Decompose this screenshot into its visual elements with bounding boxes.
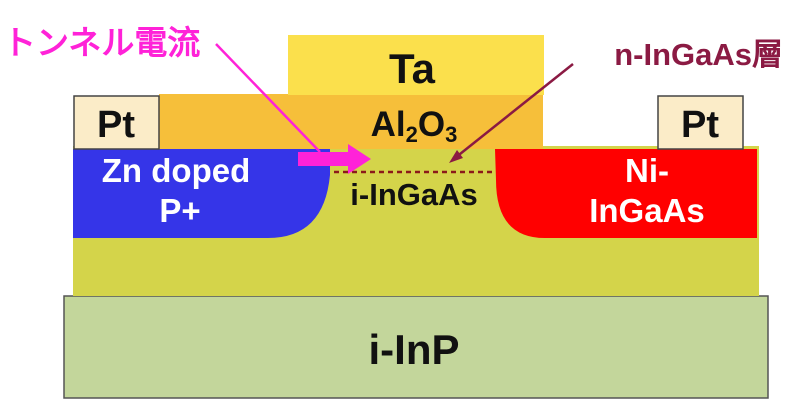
pt-left-label: Pt xyxy=(97,104,135,146)
tunnel-current-pointer xyxy=(215,43,321,153)
oxide-al: Al xyxy=(371,105,406,144)
n-ingaas-pointer xyxy=(454,63,574,159)
n-ingaas-layer-label: n-InGaAs層 xyxy=(614,37,783,72)
source-label-line1: Zn doped xyxy=(102,152,250,189)
drain-label-line1: Ni- xyxy=(625,152,669,189)
pt-right-label: Pt xyxy=(681,104,719,146)
channel-label: i-InGaAs xyxy=(350,177,477,212)
drain-label-line2: InGaAs xyxy=(589,192,705,229)
oxide-label: Al2O3 xyxy=(371,105,458,147)
gate-oxide-layer xyxy=(159,94,543,149)
oxide-subscript-2: 2 xyxy=(406,122,418,147)
substrate-label: i-InP xyxy=(369,326,460,373)
gate-metal-ta xyxy=(288,35,544,95)
p-plus-source-region xyxy=(73,149,330,238)
n-ingaas-pointer-head xyxy=(449,150,463,163)
oxide-o: O xyxy=(418,105,445,144)
ta-label: Ta xyxy=(389,45,436,92)
source-label-line2: P+ xyxy=(159,192,200,229)
tunnel-current-arrow xyxy=(298,144,371,174)
tunnel-current-label: トンネル電流 xyxy=(3,24,200,61)
oxide-subscript-3: 3 xyxy=(445,122,457,147)
substrate-layer xyxy=(63,295,769,399)
pt-contact-left xyxy=(73,95,160,150)
ni-ingaas-drain-region xyxy=(495,149,757,238)
pt-contact-right xyxy=(657,95,744,150)
